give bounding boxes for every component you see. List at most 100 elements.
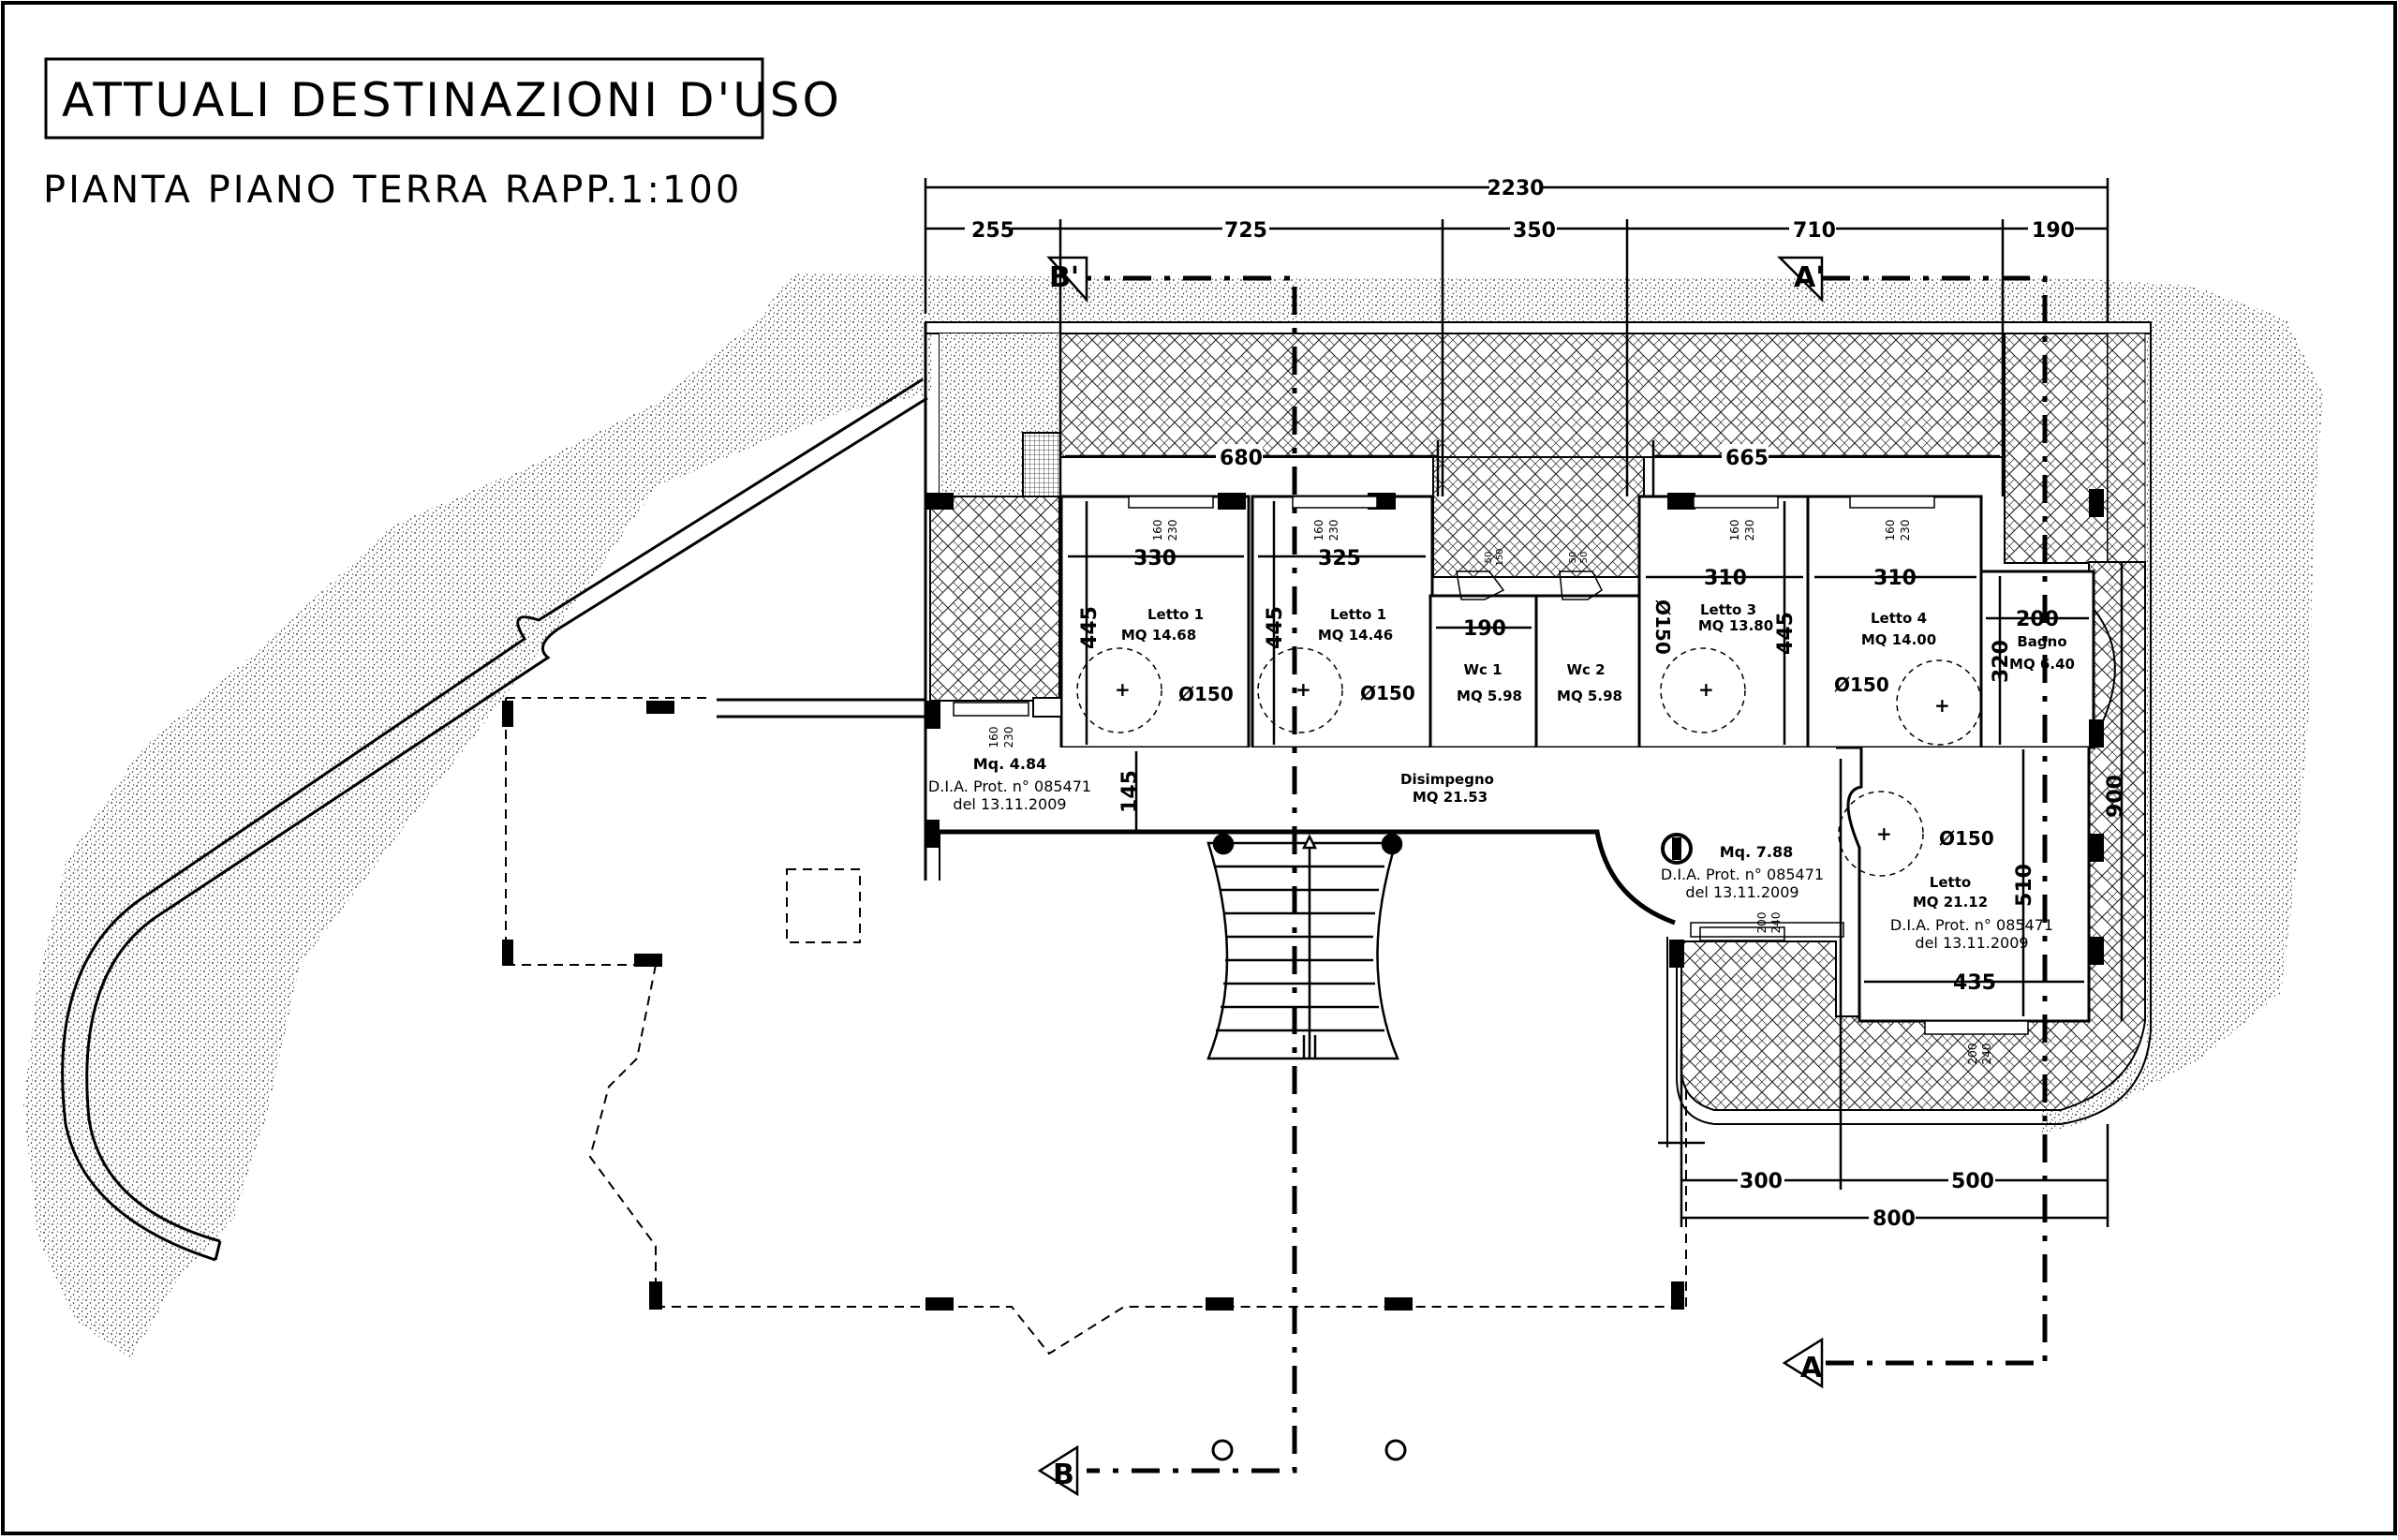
svg-text:445: 445 — [1078, 606, 1102, 649]
boundary-wall-outer — [61, 378, 924, 1262]
section-marker-b-prime: B' — [1049, 261, 1079, 294]
room-name: Letto 4 — [1871, 610, 1927, 627]
room-area: MQ 5.98 — [1557, 688, 1622, 704]
dimension-corridor-height: 145 — [1118, 770, 1142, 813]
bathroom-shower — [2093, 608, 2116, 722]
room-walls — [1059, 495, 2095, 1023]
svg-text:200: 200 — [1966, 1044, 1979, 1065]
room-area: MQ 21.12 — [1913, 894, 1988, 911]
wc-fixture-labels: 50 150 50 50 — [1456, 548, 1603, 600]
svg-text:del 13.11.2009: del 13.11.2009 — [953, 795, 1066, 813]
svg-text:160: 160 — [1151, 520, 1164, 541]
svg-text:230: 230 — [1327, 520, 1340, 541]
svg-text:D.I.A. Prot. n° 085471: D.I.A. Prot. n° 085471 — [1890, 916, 2053, 934]
room-area: MQ 14.68 — [1121, 627, 1196, 644]
svg-text:445: 445 — [1774, 612, 1798, 655]
svg-text:510: 510 — [2013, 864, 2036, 907]
section-arrows — [1037, 256, 1824, 1497]
room-area: MQ 6.40 — [2009, 656, 2075, 673]
window-blocks — [925, 489, 2104, 968]
svg-text:160: 160 — [1884, 520, 1897, 541]
svg-text:+: + — [1934, 694, 1950, 717]
svg-text:500: 500 — [1951, 1170, 1994, 1193]
svg-text:725: 725 — [1224, 219, 1267, 243]
svg-text:680: 680 — [1220, 447, 1263, 470]
svg-text:50: 50 — [1579, 552, 1590, 564]
turning-labels: Ø150 Ø150 Ø150 Ø150 Ø150 — [1178, 600, 1994, 850]
room-name: Wc 1 — [1463, 661, 1502, 678]
dimension-right-side: 900 — [2104, 775, 2127, 818]
svg-text:+: + — [1295, 678, 1311, 701]
dia-annotations: Mq. 4.84 D.I.A. Prot. n° 085471 del 13.1… — [928, 755, 2053, 952]
svg-text:160: 160 — [1728, 520, 1741, 541]
svg-text:320: 320 — [1990, 640, 2013, 683]
north-terrace-paving — [1059, 333, 2139, 458]
svg-text:160: 160 — [987, 727, 1000, 748]
room-name: Letto — [1930, 874, 1971, 891]
room-width: 310 — [1873, 567, 1917, 590]
room-name: Bagno — [2017, 633, 2066, 650]
terrain-area — [23, 274, 2323, 1358]
terrace-pillars — [502, 701, 1684, 1310]
svg-text:255: 255 — [971, 219, 1014, 243]
room-area: MQ 14.46 — [1318, 627, 1393, 644]
room-labels: Letto 1 MQ 14.68 330 Letto 1 MQ 14.46 32… — [1121, 547, 2075, 995]
svg-text:665: 665 — [1725, 447, 1769, 470]
room-width: 310 — [1704, 567, 1747, 590]
room-width: 190 — [1463, 617, 1506, 641]
room-name: Letto 3 — [1700, 601, 1756, 618]
drawing-subtitle: PIANTA PIANO TERRA RAPP.1:100 — [43, 169, 742, 212]
svg-text:240: 240 — [1769, 912, 1783, 934]
svg-text:240: 240 — [1980, 1044, 1993, 1065]
window-size-labels: 160 230 160 230 160 230 160 230 160 230 … — [987, 520, 1993, 1065]
room-width: 435 — [1953, 971, 1996, 995]
svg-text:150: 150 — [1495, 548, 1505, 566]
svg-text:Mq. 4.84: Mq. 4.84 — [973, 755, 1047, 773]
corridor-south-wall — [940, 829, 1676, 925]
svg-text:50: 50 — [1484, 552, 1494, 564]
room-dimension-lines — [1068, 501, 2089, 1016]
section-marker-b: B — [1053, 1459, 1074, 1491]
svg-text:del 13.11.2009: del 13.11.2009 — [1915, 934, 2028, 952]
boundary-wall-inner — [85, 396, 928, 1243]
room-width: 330 — [1133, 547, 1177, 570]
svg-text:+: + — [1698, 678, 1714, 701]
svg-text:230: 230 — [1899, 520, 1912, 541]
svg-text:350: 350 — [1513, 219, 1556, 243]
svg-text:D.I.A. Prot. n° 085471: D.I.A. Prot. n° 085471 — [928, 777, 1091, 795]
svg-text:+: + — [1115, 678, 1131, 701]
room-name: Wc 2 — [1566, 661, 1605, 678]
boiler-icon — [1661, 833, 1693, 865]
drawing-title: ATTUALI DESTINAZIONI D'USO — [62, 73, 842, 127]
svg-text:300: 300 — [1739, 1170, 1783, 1193]
svg-text:445: 445 — [1264, 606, 1287, 649]
svg-text:800: 800 — [1873, 1207, 1916, 1231]
svg-text:50: 50 — [1568, 552, 1578, 564]
svg-text:Ø150: Ø150 — [1651, 600, 1674, 655]
north-wall — [925, 321, 2152, 334]
svg-text:2230: 2230 — [1487, 177, 1544, 200]
main-staircase — [1206, 833, 1403, 1060]
corridor-name: Disimpegno — [1400, 771, 1494, 788]
svg-text:del 13.11.2009: del 13.11.2009 — [1685, 883, 1798, 901]
room-area: MQ 13.80 — [1698, 617, 1773, 634]
room-width: 200 — [2016, 608, 2059, 631]
turning-circles — [1076, 647, 1982, 877]
top-dimension-labels: 2230 255 725 350 710 190 680 665 — [965, 174, 2075, 470]
svg-text:Ø150: Ø150 — [1939, 827, 1994, 850]
svg-text:D.I.A. Prot. n° 085471: D.I.A. Prot. n° 085471 — [1661, 866, 1824, 883]
west-terrace-paving — [929, 496, 1060, 702]
svg-text:230: 230 — [1743, 520, 1756, 541]
room-area: MQ 14.00 — [1861, 631, 1936, 648]
svg-text:190: 190 — [2032, 219, 2075, 243]
svg-text:160: 160 — [1312, 520, 1325, 541]
south-east-terrace-paving — [1680, 561, 2146, 1111]
room-name: Letto 1 — [1330, 606, 1386, 623]
room-area: MQ 5.98 — [1457, 688, 1522, 704]
svg-text:Ø150: Ø150 — [1360, 682, 1415, 704]
bottom-dimension-labels: 300 500 800 — [1738, 1169, 1995, 1231]
svg-text:Ø150: Ø150 — [1834, 674, 1889, 696]
